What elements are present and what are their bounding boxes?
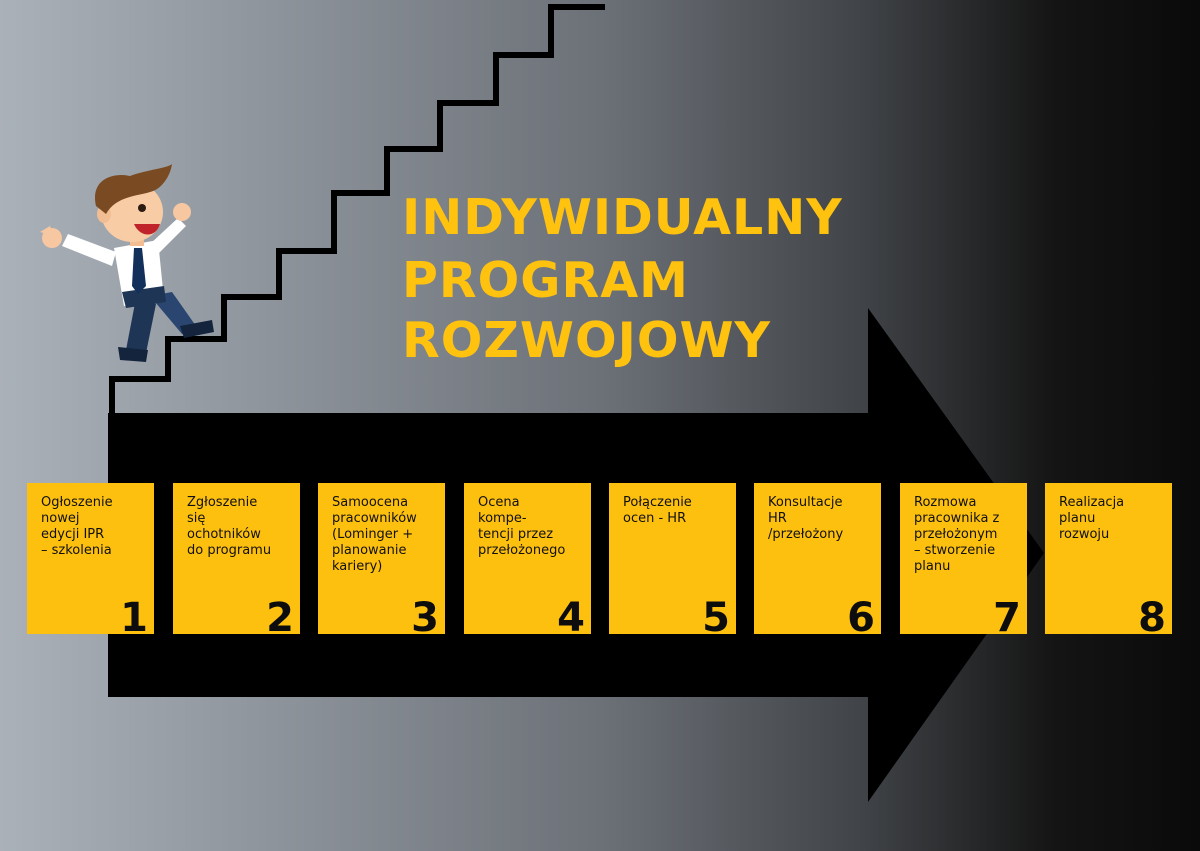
page-title-line-3: ROZWOJOWY (402, 312, 772, 369)
step-card-6: Konsultacje HR /przełożony 6 (754, 483, 881, 634)
step-number: 5 (702, 595, 730, 634)
step-number: 3 (411, 595, 439, 634)
step-number: 8 (1138, 595, 1166, 634)
step-card-7: Rozmowa pracownika z przełożonym – stwor… (900, 483, 1027, 634)
step-card-5: Połączenie ocen - HR 5 (609, 483, 736, 634)
step-card-3: Samoocena pracowników (Lominger + planow… (318, 483, 445, 634)
step-label: Ocena kompe- tencji przez przełożonego (478, 495, 566, 558)
step-number: 4 (557, 595, 585, 634)
step-number: 7 (993, 595, 1021, 634)
step-label: Ogłoszenie nowej edycji IPR – szkolenia (41, 495, 113, 558)
step-number: 1 (120, 595, 148, 634)
step-label: Samoocena pracowników (Lominger + planow… (332, 495, 417, 574)
page-title-line-1: INDYWIDUALNY (402, 189, 843, 246)
step-label: Rozmowa pracownika z przełożonym – stwor… (914, 495, 1000, 574)
step-number: 2 (266, 595, 294, 634)
businessman-icon (40, 164, 214, 362)
step-label: Konsultacje HR /przełożony (768, 495, 844, 542)
step-label: Realizacja planu rozwoju (1059, 495, 1125, 542)
step-card-2: Zgłoszenie się ochotników do programu 2 (173, 483, 300, 634)
staircase (109, 4, 605, 413)
step-label: Połączenie ocen - HR (623, 495, 692, 526)
step-card-4: Ocena kompe- tencji przez przełożonego 4 (464, 483, 591, 634)
step-card-1: Ogłoszenie nowej edycji IPR – szkolenia … (27, 483, 154, 634)
step-card-8: Realizacja planu rozwoju 8 (1045, 483, 1172, 634)
step-number: 6 (847, 595, 875, 634)
step-label: Zgłoszenie się ochotników do programu (187, 495, 272, 558)
page-title-line-2: PROGRAM (402, 252, 689, 309)
